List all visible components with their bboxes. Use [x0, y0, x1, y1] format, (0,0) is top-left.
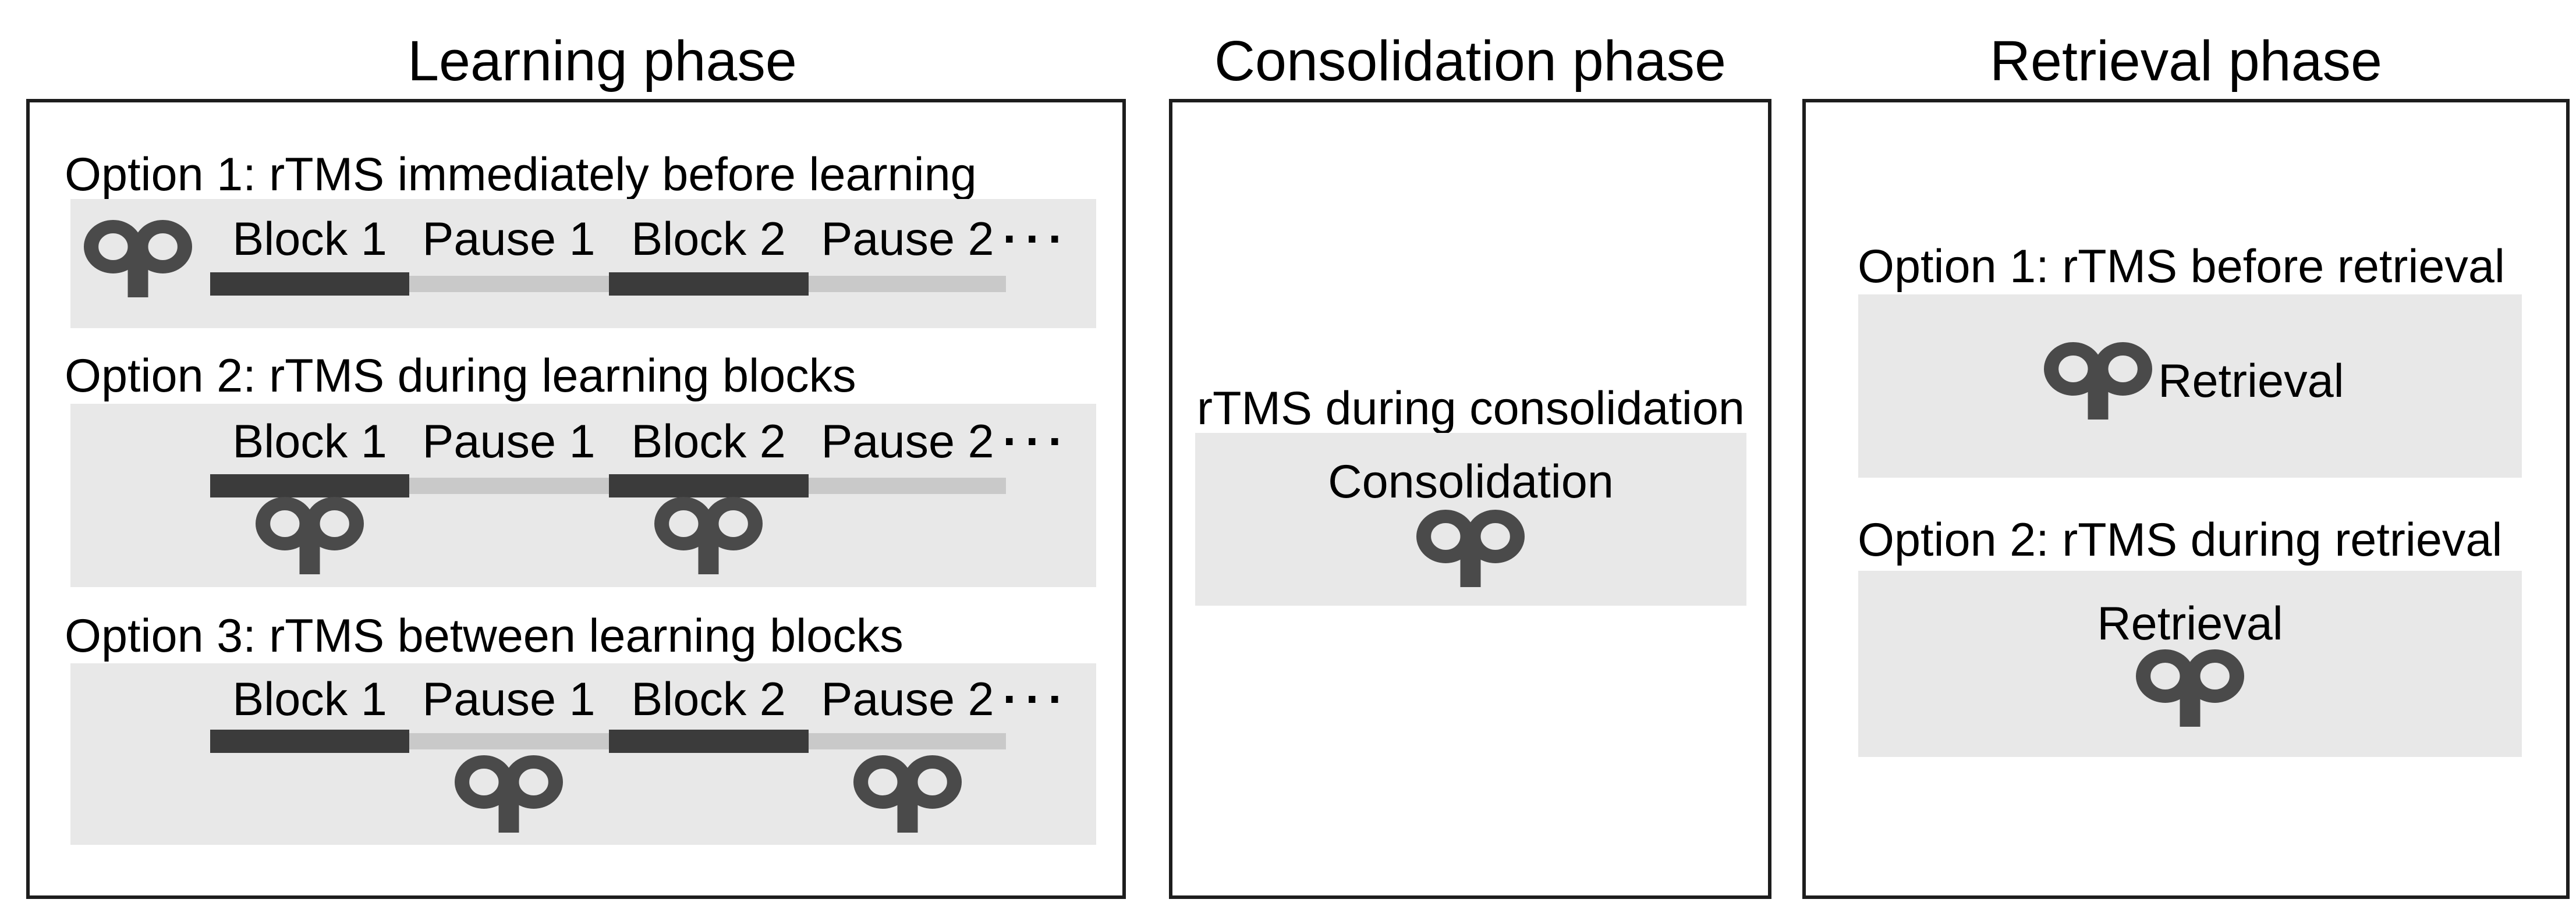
- segment-label-pause1: Pause 1: [422, 213, 596, 265]
- segment-label-block2: Block 2: [631, 673, 786, 726]
- learning-option3-label: Option 3: rTMS between learning blocks: [65, 610, 903, 662]
- retrieval-option2-box: Retrieval: [1858, 571, 2522, 757]
- consolidation-phase-title: Consolidation phase: [1214, 29, 1726, 93]
- tms-coil-icon: [853, 755, 962, 833]
- consolidation-box: Consolidation: [1195, 433, 1746, 606]
- consolidation-label: rTMS during consolidation: [1197, 382, 1745, 435]
- consolidation-box-label: Consolidation: [1328, 456, 1614, 508]
- tms-coil-icon: [256, 497, 364, 574]
- retrieval-box-label: Retrieval: [2097, 598, 2283, 650]
- tms-coil-icon: [2044, 342, 2152, 420]
- retrieval-option1-box: Retrieval: [1858, 294, 2522, 478]
- learning-phase-title: Learning phase: [408, 29, 797, 93]
- block2-bar: [609, 474, 809, 497]
- retrieval-phase-panel: Option 1: rTMS before retrieval Retrieva…: [1802, 99, 2570, 899]
- retrieval-option1-label: Option 1: rTMS before retrieval: [1858, 240, 2505, 293]
- tms-coil-icon: [455, 755, 563, 833]
- tms-coil-icon: [1416, 510, 1525, 587]
- consolidation-phase-panel: rTMS during consolidation Consolidation: [1169, 99, 1771, 899]
- segment-label-pause1: Pause 1: [422, 673, 596, 726]
- block2-bar: [609, 272, 809, 296]
- timeline-ellipsis: ···: [1002, 673, 1071, 726]
- learning-option3-timeline: Block 1 Pause 1 Block 2 Pause 2 ···: [70, 663, 1096, 845]
- segment-label-block1: Block 1: [232, 213, 387, 265]
- block1-bar: [210, 730, 409, 753]
- learning-option1-label: Option 1: rTMS immediately before learni…: [65, 148, 977, 201]
- tms-coil-icon: [84, 220, 192, 297]
- learning-phase-panel: Option 1: rTMS immediately before learni…: [26, 99, 1126, 899]
- learning-option1-timeline: Block 1 Pause 1 Block 2 Pause 2 ···: [70, 199, 1096, 328]
- retrieval-option2-label: Option 2: rTMS during retrieval: [1858, 514, 2503, 566]
- segment-label-block2: Block 2: [631, 415, 786, 468]
- block1-bar: [210, 474, 409, 497]
- retrieval-phase-title: Retrieval phase: [1990, 29, 2382, 93]
- tms-coil-icon: [2136, 649, 2244, 727]
- tms-coil-icon: [654, 497, 763, 574]
- timeline-ellipsis: ···: [1002, 415, 1071, 468]
- learning-option2-label: Option 2: rTMS during learning blocks: [65, 350, 856, 402]
- segment-label-pause2: Pause 2: [821, 213, 994, 265]
- timeline-ellipsis: ···: [1002, 213, 1071, 265]
- learning-option2-timeline: Block 1 Pause 1 Block 2 Pause 2 ···: [70, 404, 1096, 587]
- block1-bar: [210, 272, 409, 296]
- retrieval-box-label: Retrieval: [2158, 355, 2344, 407]
- segment-label-block2: Block 2: [631, 213, 786, 265]
- block2-bar: [609, 730, 809, 753]
- segment-label-block1: Block 1: [232, 415, 387, 468]
- segment-label-pause2: Pause 2: [821, 415, 994, 468]
- segment-label-pause2: Pause 2: [821, 673, 994, 726]
- segment-label-block1: Block 1: [232, 673, 387, 726]
- segment-label-pause1: Pause 1: [422, 415, 596, 468]
